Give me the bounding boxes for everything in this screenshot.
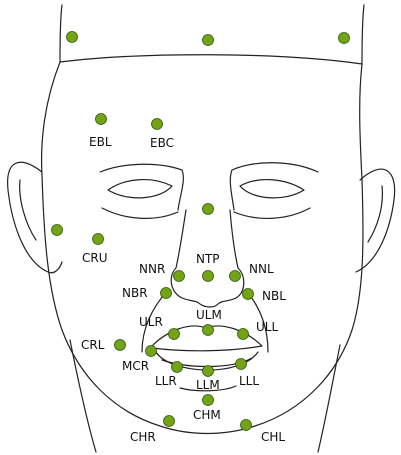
marker-label: CRU: [82, 251, 108, 265]
neck-right: [318, 345, 340, 452]
marker-dot: [230, 271, 241, 282]
ear-right-inner: [368, 186, 382, 242]
marker-head-1: [67, 32, 78, 43]
eye-left-lid: [102, 208, 178, 218]
marker-head-2: [203, 35, 214, 46]
marker-dot: [146, 346, 157, 357]
marker-dot: [203, 204, 214, 215]
marker-nbr: NBR: [122, 286, 172, 300]
marker-label: ULL: [256, 320, 278, 334]
marker-dot: [169, 329, 180, 340]
marker-label: CHL: [261, 430, 285, 444]
marker-label: NBL: [262, 289, 286, 303]
marker-dot: [203, 395, 214, 406]
marker-label: ULR: [139, 315, 163, 329]
marker-label: LLM: [196, 378, 220, 392]
marker-left-cheek: [52, 225, 63, 236]
marker-label: ULM: [196, 308, 222, 322]
marker-label: CHM: [193, 408, 221, 422]
marker-dot: [96, 114, 107, 125]
marker-ebl: EBL: [89, 114, 112, 150]
marker-nnr: NNR: [139, 262, 185, 282]
marker-label: CRL: [81, 338, 105, 352]
marker-llr: LLR: [155, 362, 183, 389]
brow-right: [230, 163, 318, 210]
marker-dot: [164, 416, 175, 427]
marker-dot: [152, 119, 163, 130]
marker-ulm: ULM: [196, 308, 222, 336]
marker-dot: [203, 325, 214, 336]
marker-label: NNL: [249, 262, 274, 276]
eye-left: [108, 180, 172, 198]
marker-cru: CRU: [82, 234, 108, 266]
marker-nose-bridge: [203, 204, 214, 215]
marker-mcr: MCR: [122, 346, 157, 374]
marker-dot: [236, 359, 247, 370]
marker-dot: [203, 366, 214, 377]
marker-dot: [174, 271, 185, 282]
marker-crl: CRL: [81, 338, 126, 352]
marker-ull: ULL: [238, 320, 279, 340]
marker-ebc: EBC: [150, 119, 174, 151]
marker-nnl: NNL: [230, 262, 274, 282]
marker-dot: [203, 35, 214, 46]
neck-left: [70, 340, 96, 452]
ear-left-inner: [20, 180, 36, 240]
marker-label: MCR: [122, 359, 149, 373]
marker-label: NNR: [139, 262, 165, 276]
marker-nbl: NBL: [243, 289, 287, 304]
marker-label: NBR: [122, 286, 148, 300]
marker-label: EBL: [89, 135, 112, 149]
marker-head-3: [339, 33, 350, 44]
marker-ulr: ULR: [139, 315, 180, 340]
marker-label: NTP: [196, 252, 220, 266]
marker-dot: [115, 340, 126, 351]
marker-label: CHR: [130, 430, 156, 444]
ear-left: [8, 162, 62, 272]
marker-dot: [172, 362, 183, 373]
markers-layer: EBL EBC CRU NTP NNR NNL NBR NBL ULM ULR ULL CRL MCR L…: [52, 32, 350, 445]
eye-right: [240, 180, 304, 198]
marker-ntp: NTP: [196, 252, 220, 282]
marker-dot: [52, 225, 63, 236]
marker-lll: LLL: [236, 359, 260, 389]
headband: [60, 5, 364, 64]
lip-line: [152, 346, 262, 351]
marker-dot: [161, 288, 172, 299]
marker-dot: [203, 271, 214, 282]
marker-dot: [243, 289, 254, 300]
marker-chr: CHR: [130, 416, 175, 445]
eye-right-lid: [234, 208, 310, 218]
marker-dot: [241, 420, 252, 431]
marker-label: EBC: [150, 136, 174, 150]
marker-dot: [238, 329, 249, 340]
marker-dot: [339, 33, 350, 44]
marker-label: LLL: [239, 374, 259, 388]
marker-dot: [93, 234, 104, 245]
marker-label: LLR: [155, 374, 177, 388]
marker-chm: CHM: [193, 395, 221, 423]
marker-dot: [67, 32, 78, 43]
